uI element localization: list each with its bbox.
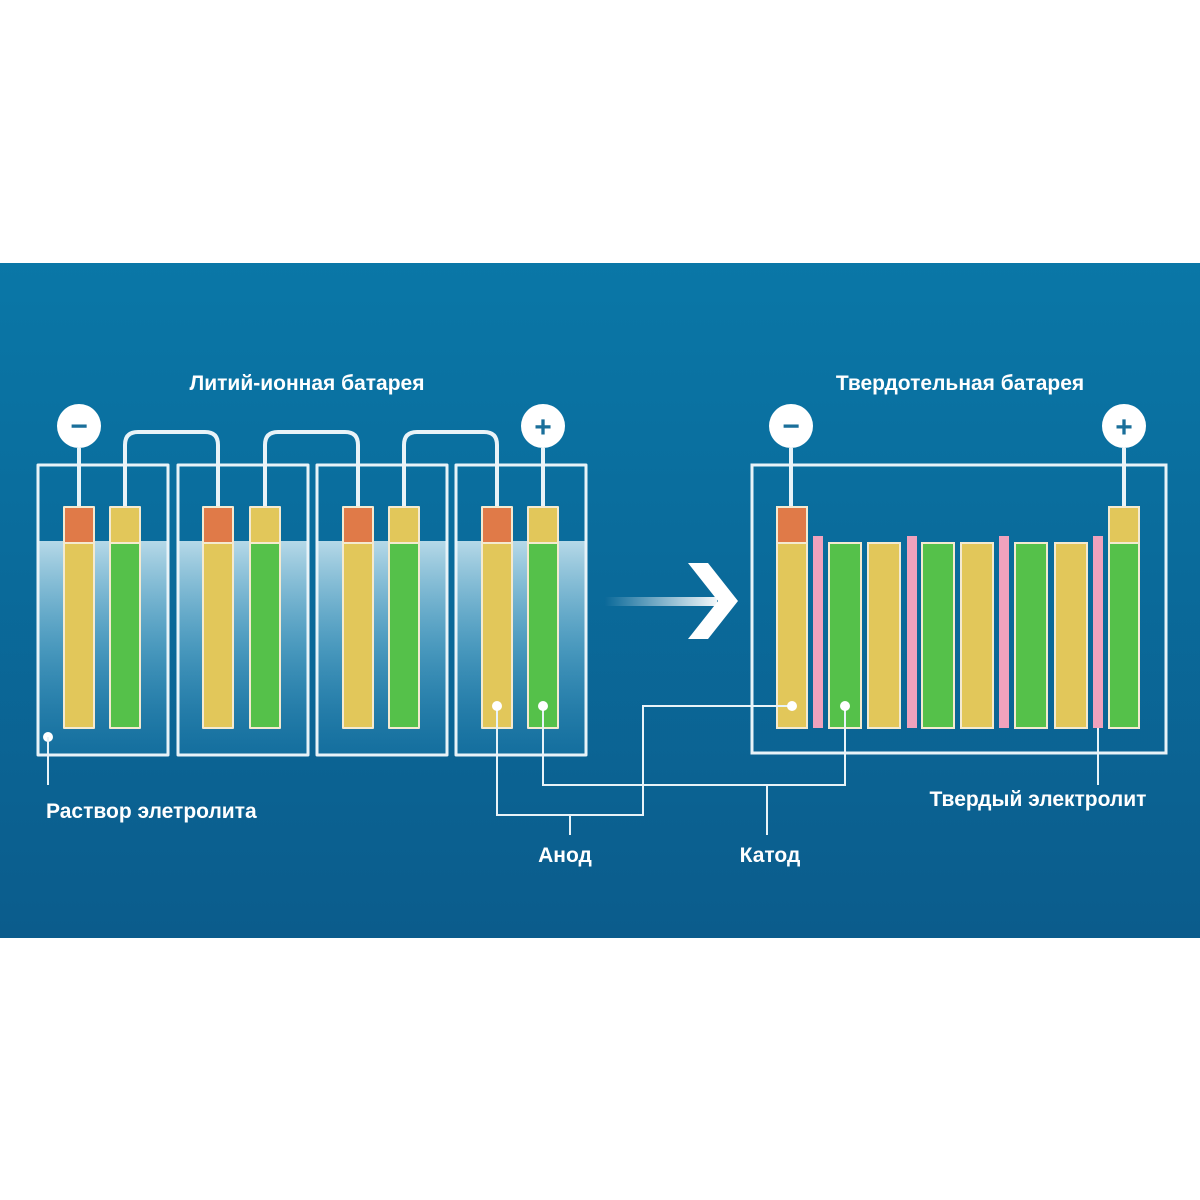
label-solid-electrolyte: Твердый электролит [930,788,1147,811]
anode-bar [776,542,808,729]
cathode-bar [527,542,559,729]
solid-electrolyte-layer [999,536,1009,728]
terminal-tab [202,506,234,544]
cathode-leader-line [542,706,846,786]
anode-bar [63,542,95,729]
cell-connector [402,430,499,507]
terminal-tab [63,506,95,544]
electrolyte-liquid [38,541,168,755]
label-cathode: Катод [740,844,801,867]
cathode-tab [1108,506,1140,544]
electrolyte-liquid [456,541,586,755]
anode-bar [342,542,374,729]
negative-terminal-icon: − [769,404,813,448]
solid-electrolyte-layer [1093,536,1103,728]
terminal-tab [776,506,808,544]
lithium-ion-battery: − + [36,404,588,757]
cathode-bar [1108,542,1140,729]
leader-lines [496,705,846,835]
plus-sign: + [1115,411,1133,444]
terminal-tab [342,506,374,544]
left-title: Литий-ионная батарея [190,372,425,395]
cell-container [36,463,170,757]
anode-pointer-dot [492,701,502,711]
cathode-pointer-dot [840,701,850,711]
cathode-tab [388,506,420,544]
minus-sign: − [70,410,88,443]
cathode-bar [828,542,862,729]
cathode-bar [1014,542,1048,729]
solid-electrolyte-layer [907,536,917,728]
anode-bar [960,542,994,729]
solid-state-battery: − + [750,404,1168,755]
cathode-tab [527,506,559,544]
cell-connector [263,430,360,507]
anode-bar [202,542,234,729]
cell-container [315,463,449,757]
terminal-tab [481,506,513,544]
minus-sign: − [782,410,800,443]
anode-bar [1054,542,1088,729]
anode-bar [867,542,901,729]
cathode-bar [921,542,955,729]
cell-connector [123,430,220,507]
cathode-bar [109,542,141,729]
electrolyte-liquid [317,541,447,755]
cathode-tab [249,506,281,544]
label-electrolyte-solution: Раствор элетролита [46,800,257,823]
cathode-bar [249,542,281,729]
negative-terminal-icon: − [57,404,101,448]
positive-terminal-icon: + [521,404,565,448]
cathode-bar [388,542,420,729]
transition-arrow-icon [605,563,738,639]
positive-terminal-icon: + [1102,404,1146,448]
cathode-pointer-dot [538,701,548,711]
cell-container [176,463,310,757]
electrolyte-liquid [178,541,308,755]
battery-container [750,463,1168,755]
cathode-tab [109,506,141,544]
label-anode: Анод [538,844,592,867]
cell-container [454,463,588,757]
right-title: Твердотельная батарея [836,372,1084,395]
plus-sign: + [534,411,552,444]
solid-electrolyte-layer [813,536,823,728]
anode-leader-line [496,705,792,816]
anode-pointer-dot [787,701,797,711]
anode-bar [481,542,513,729]
